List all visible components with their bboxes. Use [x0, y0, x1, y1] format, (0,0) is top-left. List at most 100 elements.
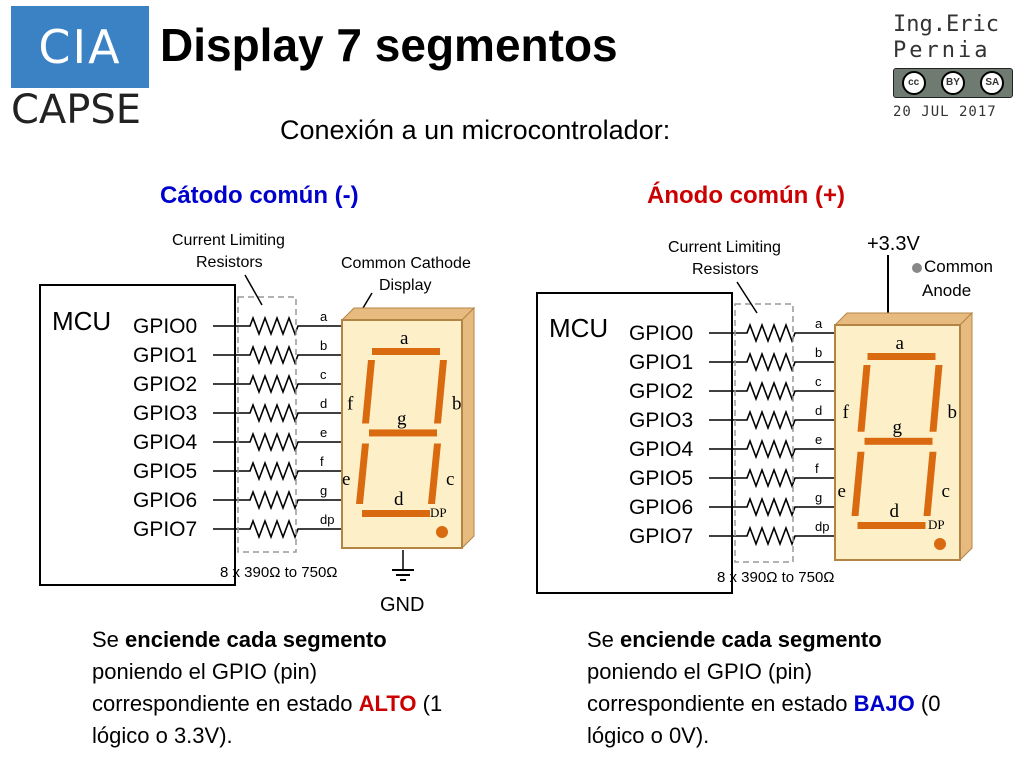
- supply-label: +3.3V: [867, 233, 920, 255]
- resistor-4: [213, 431, 342, 453]
- pin-label-dp: dp: [815, 519, 829, 534]
- segment-dp: [436, 526, 448, 538]
- subtitle: Conexión a un microcontrolador:: [280, 115, 671, 145]
- gpio-label-4: GPIO4: [629, 438, 694, 461]
- segment-label-g: g: [397, 408, 407, 429]
- segment-f: [857, 365, 871, 432]
- segment-e: [851, 451, 865, 516]
- segment-dp: [934, 538, 946, 550]
- resistor-7: [213, 518, 342, 540]
- common-cathode-diagram: MCU GPIO0GPIO1GPIO2GPIO3GPIO4GPIO5GPIO6G…: [39, 232, 476, 616]
- pin-label-d: d: [815, 403, 822, 418]
- author-line1: Ing.Eric: [893, 12, 999, 37]
- gpio-label-0: GPIO0: [629, 322, 693, 345]
- resistor-label-line2: Resistors: [692, 261, 759, 278]
- gpio-label-2: GPIO2: [629, 380, 693, 403]
- pin-label-a: a: [815, 316, 823, 331]
- segment-label-g: g: [893, 417, 903, 438]
- segment-b: [929, 365, 943, 432]
- desc-bold: enciende cada segmento: [620, 627, 882, 652]
- cc-license-badge: cc BY SA: [893, 68, 1013, 98]
- segment-label-b: b: [948, 402, 958, 423]
- resistor-6: [213, 489, 342, 511]
- author-date: 20 JUL 2017: [893, 104, 997, 120]
- author-block: Ing.Eric Pernia cc BY SA 20 JUL 2017: [893, 12, 1013, 120]
- description-left: Se enciende cada segmento poniendo el GP…: [92, 624, 472, 752]
- resistor-4: [709, 438, 835, 460]
- pin-label-c: c: [320, 367, 327, 382]
- desc-prefix: Se: [92, 627, 126, 652]
- resistor-5: [709, 467, 835, 489]
- resistor-range: 8 x 390Ω to 750Ω: [220, 564, 338, 581]
- pin-label-f: f: [320, 454, 324, 469]
- pin-label-d: d: [320, 396, 327, 411]
- display-label-line2: Anode: [922, 281, 971, 300]
- mcu-box-right: MCU: [536, 292, 733, 594]
- segment-label-c: c: [942, 481, 950, 502]
- gpio-label-2: GPIO2: [133, 373, 197, 396]
- segment-a: [867, 353, 936, 360]
- gpio-label-7: GPIO7: [629, 525, 693, 548]
- segment-label-dp: DP: [430, 505, 447, 520]
- desc-bold: enciende cada segmento: [125, 627, 387, 652]
- description-right: Se enciende cada segmento poniendo el GP…: [587, 624, 967, 752]
- page-title: Display 7 segmentos: [160, 19, 618, 71]
- pin-label-a: a: [320, 309, 328, 324]
- segment-label-f: f: [347, 393, 354, 414]
- display-label-line1: Common Cathode: [341, 255, 471, 272]
- desc-end: (1 lógico o 3.3V).: [92, 691, 443, 748]
- segment-label-e: e: [838, 481, 846, 502]
- state-low: BAJO: [853, 691, 915, 716]
- by-icon: BY: [940, 71, 965, 95]
- segment-label-c: c: [446, 469, 454, 490]
- gpio-label-5: GPIO5: [133, 460, 197, 483]
- segment-d: [362, 510, 430, 517]
- segment-g: [369, 429, 437, 437]
- pin-label-dp: dp: [320, 512, 334, 527]
- common-cathode-heading: Cátodo común (-): [160, 182, 359, 209]
- pin-label-e: e: [320, 425, 327, 440]
- pin-label-b: b: [320, 338, 327, 353]
- resistor-pointer: [244, 274, 263, 306]
- cia-capse-logo: CIA CAPSE: [11, 6, 149, 132]
- resistor-pointer: [736, 281, 758, 314]
- gpio-label-4: GPIO4: [133, 431, 198, 454]
- desc-middle: poniendo el GPIO (pin) correspondiente e…: [587, 659, 848, 716]
- resistor-label-line2: Resistors: [196, 254, 263, 271]
- gpio-label-5: GPIO5: [629, 467, 693, 490]
- resistor-5: [213, 460, 342, 482]
- resistor-range: 8 x 390Ω to 750Ω: [717, 569, 835, 586]
- mcu-label: MCU: [52, 306, 111, 336]
- gpio-label-1: GPIO1: [133, 344, 197, 367]
- gpio-label-0: GPIO0: [133, 315, 197, 338]
- common-anode-diagram: MCU GPIO0GPIO1GPIO2GPIO3GPIO4GPIO5GPIO6G…: [536, 233, 993, 594]
- pin-label-e: e: [815, 432, 822, 447]
- gpio-label-3: GPIO3: [133, 402, 197, 425]
- segment-label-b: b: [452, 393, 462, 414]
- pin-label-f: f: [815, 461, 819, 476]
- segment-label-a: a: [400, 328, 409, 349]
- sa-icon: SA: [980, 71, 1005, 95]
- segment-label-d: d: [890, 501, 900, 522]
- desc-prefix: Se: [587, 627, 621, 652]
- resistor-bracket: [237, 296, 297, 553]
- cc-icon: cc: [901, 71, 926, 95]
- segment-g: [864, 437, 933, 445]
- gnd-label: GND: [380, 594, 424, 616]
- mcu-label: MCU: [549, 313, 608, 343]
- desc-end: (0 lógico o 0V).: [587, 691, 941, 748]
- gpio-label-6: GPIO6: [133, 489, 197, 512]
- segment-b: [434, 360, 447, 424]
- pin-label-g: g: [815, 490, 822, 505]
- gpio-label-6: GPIO6: [629, 496, 693, 519]
- resistor-label-line1: Current Limiting: [172, 232, 285, 249]
- display-label-line2: Display: [379, 277, 431, 294]
- resistor-7: [709, 525, 835, 547]
- segment-a: [372, 348, 440, 355]
- segment-label-d: d: [394, 489, 404, 510]
- segment-d: [857, 522, 926, 529]
- gpio-label-7: GPIO7: [133, 518, 197, 541]
